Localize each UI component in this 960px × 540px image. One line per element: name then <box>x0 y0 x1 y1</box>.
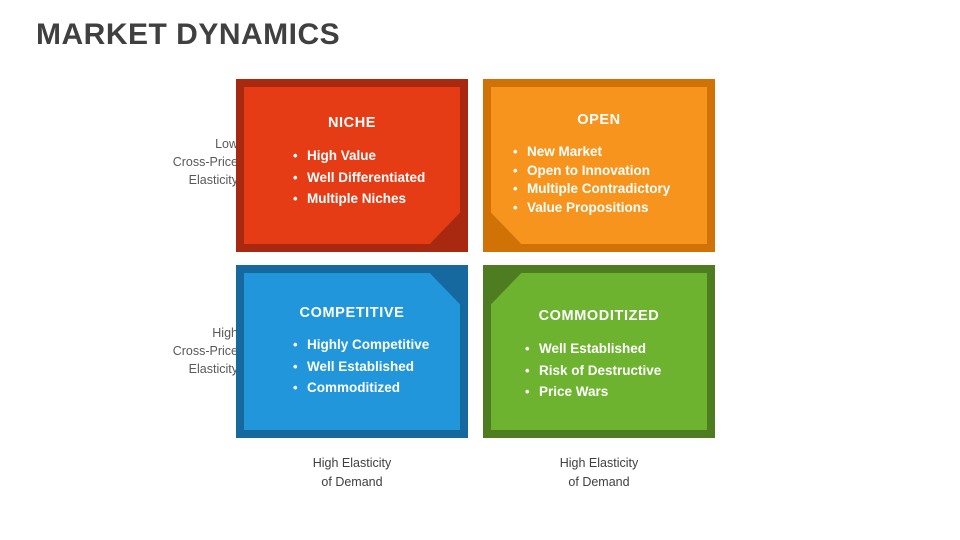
quadrant-content: OPEN New Market Open to Innovation Multi… <box>483 79 715 252</box>
quadrant-bullet-list: Well Established Risk of Destructive Pri… <box>525 340 661 405</box>
page-title: MARKET DYNAMICS <box>36 18 341 51</box>
axis-label-line-3: Elasticity <box>188 173 238 187</box>
axis-label-right-demand-elasticity: High Elasticity of Demand <box>489 454 709 492</box>
list-item: Well Established <box>293 358 429 376</box>
quadrant-heading: NICHE <box>327 115 377 131</box>
list-item: Well Established <box>525 340 661 358</box>
list-item-continuation: Value Propositions <box>513 199 670 217</box>
axis-label-line-2: Cross-Price <box>172 344 238 358</box>
quadrant-niche[interactable]: NICHE High Value Well Differentiated Mul… <box>236 79 468 252</box>
list-item: Commoditized <box>293 379 429 397</box>
list-item: Highly Competitive <box>293 336 429 354</box>
quadrant-heading: COMPETITIVE <box>299 305 405 321</box>
list-item-continuation: Price Wars <box>525 383 661 401</box>
axis-label-line-1: High Elasticity <box>312 456 392 470</box>
axis-label-low-cross-price-elasticity: Low Cross-Price Elasticity <box>128 135 238 189</box>
axis-label-line-1: High Elasticity <box>559 456 639 470</box>
quadrant-commoditized[interactable]: COMMODITIZED Well Established Risk of De… <box>483 265 715 438</box>
list-item: Risk of Destructive <box>525 362 661 380</box>
quadrant-content: NICHE High Value Well Differentiated Mul… <box>236 79 468 252</box>
axis-label-line-2: of Demand <box>321 475 383 489</box>
quadrant-bullet-list: New Market Open to Innovation Multiple C… <box>513 143 670 217</box>
list-item: Multiple Contradictory <box>513 180 670 198</box>
quadrant-heading: OPEN <box>577 112 621 128</box>
quadrant-content: COMMODITIZED Well Established Risk of De… <box>483 265 715 438</box>
quadrant-competitive[interactable]: COMPETITIVE Highly Competitive Well Esta… <box>236 265 468 438</box>
axis-label-line-1: High <box>212 326 238 340</box>
axis-label-line-3: Elasticity <box>188 362 238 376</box>
quadrant-open[interactable]: OPEN New Market Open to Innovation Multi… <box>483 79 715 252</box>
axis-label-high-cross-price-elasticity: High Cross-Price Elasticity <box>128 324 238 378</box>
quadrant-bullet-list: Highly Competitive Well Established Comm… <box>293 336 429 401</box>
axis-label-left-demand-elasticity: High Elasticity of Demand <box>242 454 462 492</box>
axis-label-line-1: Low <box>215 137 238 151</box>
axis-label-line-2: Cross-Price <box>172 155 238 169</box>
axis-label-line-2: of Demand <box>568 475 630 489</box>
list-item: Multiple Niches <box>293 190 425 208</box>
quadrant-fill-layer <box>244 87 460 244</box>
list-item: Open to Innovation <box>513 162 670 180</box>
list-item: Well Differentiated <box>293 169 425 187</box>
list-item: High Value <box>293 147 425 165</box>
list-item: New Market <box>513 143 670 161</box>
quadrant-content: COMPETITIVE Highly Competitive Well Esta… <box>236 265 468 438</box>
quadrant-bullet-list: High Value Well Differentiated Multiple … <box>293 147 425 212</box>
quadrant-heading: COMMODITIZED <box>538 308 660 324</box>
